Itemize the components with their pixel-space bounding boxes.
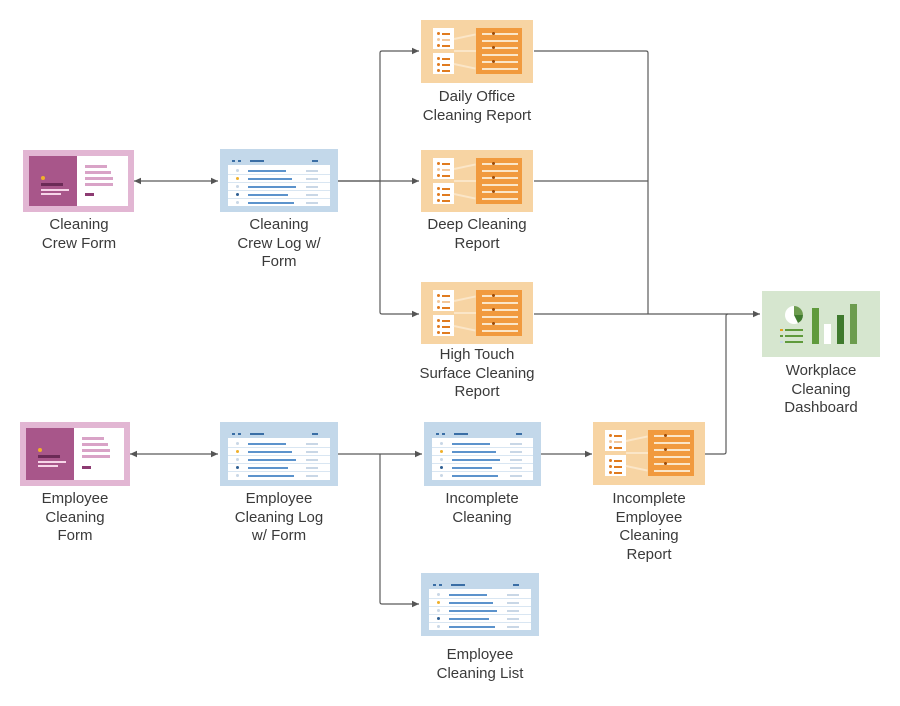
- edge-daily-report-to-dashboard: [534, 50, 649, 314]
- form-cover-panel: [29, 156, 77, 206]
- sheet-paper: [228, 157, 330, 206]
- sheet-paper: [429, 581, 531, 630]
- edge-crew-log-to-high-touch: [379, 181, 419, 318]
- incomplete-cleaning-node[interactable]: [424, 422, 541, 486]
- edge-incomplete-report-to-dashboard: [705, 313, 729, 455]
- high-touch-report-label: High Touch Surface Cleaning Report: [419, 346, 535, 400]
- cleaning-crew-form-label: Cleaning Crew Form: [41, 216, 117, 252]
- employee-cleaning-form-node[interactable]: [20, 422, 130, 486]
- daily-office-report-node[interactable]: [421, 20, 533, 83]
- form-dot: [41, 176, 45, 180]
- daily-office-report-label: Daily Office Cleaning Report: [422, 88, 532, 124]
- dashboard-chart-icon: [780, 304, 857, 344]
- edge-crew-log-to-daily-report: [338, 47, 419, 182]
- deep-cleaning-report-node[interactable]: [421, 150, 533, 212]
- workplace-dashboard-node[interactable]: [762, 291, 880, 357]
- cleaning-crew-log-label: Cleaning Crew Log w/ Form: [237, 216, 321, 270]
- sheet-paper: [432, 430, 533, 480]
- workplace-dashboard-label: Workplace Cleaning Dashboard: [784, 362, 858, 416]
- cleaning-crew-log-node[interactable]: [220, 149, 338, 212]
- employee-cleaning-log-label: Employee Cleaning Log w/ Form: [234, 490, 324, 544]
- cleaning-crew-form-node[interactable]: [23, 150, 134, 212]
- edge-employee-log-to-list: [379, 454, 419, 608]
- employee-cleaning-list-label: Employee Cleaning List: [436, 646, 524, 682]
- employee-cleaning-list-node[interactable]: [421, 573, 539, 636]
- high-touch-report-node[interactable]: [421, 282, 533, 344]
- employee-cleaning-form-label: Employee Cleaning Form: [41, 490, 109, 544]
- form-fields-panel: [77, 156, 128, 206]
- form-fields-panel: [74, 428, 124, 480]
- incomplete-cleaning-label: Incomplete Cleaning: [445, 490, 519, 526]
- form-cover-panel: [26, 428, 74, 480]
- deep-cleaning-report-label: Deep Cleaning Report: [427, 216, 527, 252]
- employee-cleaning-log-node[interactable]: [220, 422, 338, 486]
- sheet-paper: [228, 430, 330, 480]
- incomplete-employee-report-node[interactable]: [593, 422, 705, 485]
- incomplete-employee-report-label: Incomplete Employee Cleaning Report: [612, 490, 686, 563]
